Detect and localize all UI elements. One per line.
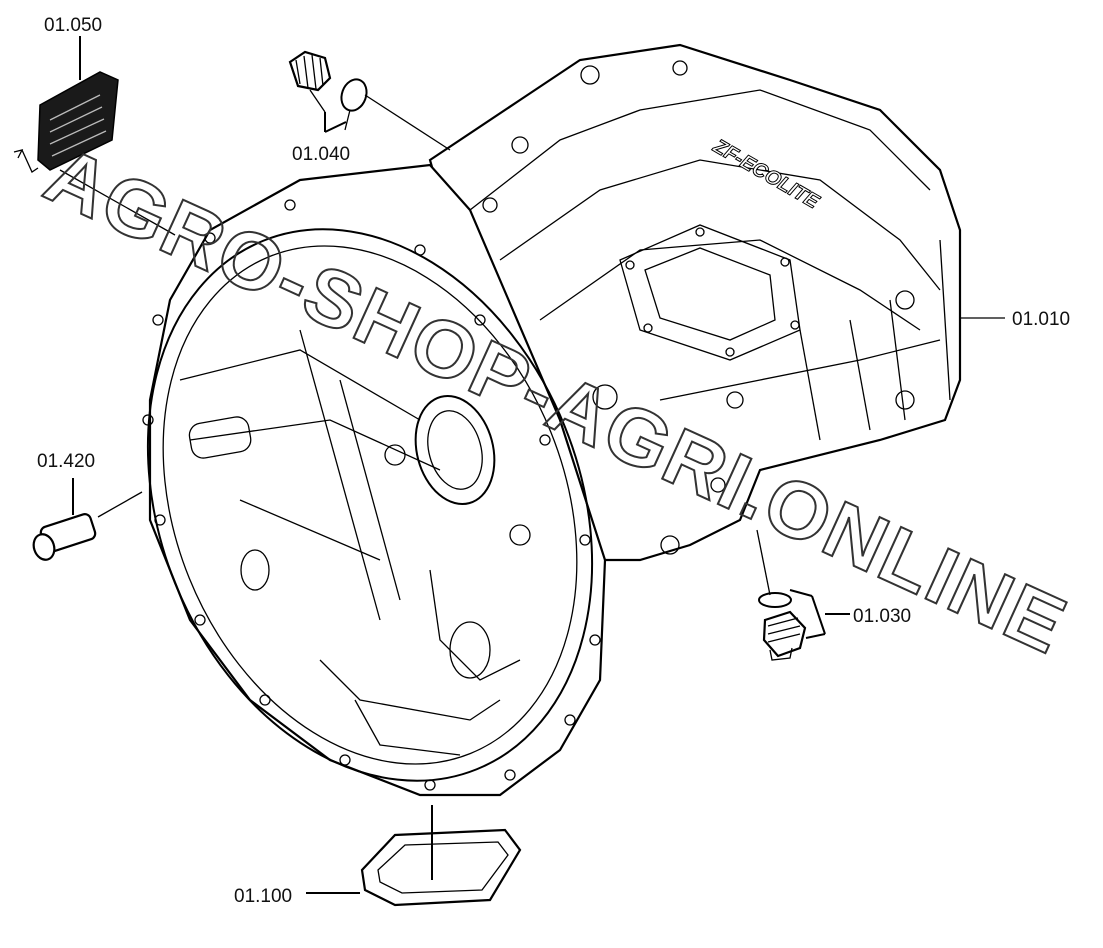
label-01030: 01.030: [853, 606, 911, 627]
cover-bolts: [625, 227, 800, 357]
bell-housing: [142, 163, 607, 797]
label-01100: 01.100: [234, 886, 292, 907]
label-01010: 01.010: [1012, 309, 1070, 330]
part-01050-id-plate: [13, 36, 176, 236]
label-01050: 01.050: [44, 15, 102, 36]
part-01100-gasket: [306, 805, 522, 907]
part-01420-dowel-pin: [32, 478, 143, 561]
part-01040-plug-and-ring: [288, 50, 451, 151]
label-01420: 01.420: [37, 451, 95, 472]
part-01030-drain-plug-and-ring: [756, 529, 850, 661]
flange-bolt-holes: [142, 199, 601, 791]
label-01040: 01.040: [292, 144, 350, 165]
